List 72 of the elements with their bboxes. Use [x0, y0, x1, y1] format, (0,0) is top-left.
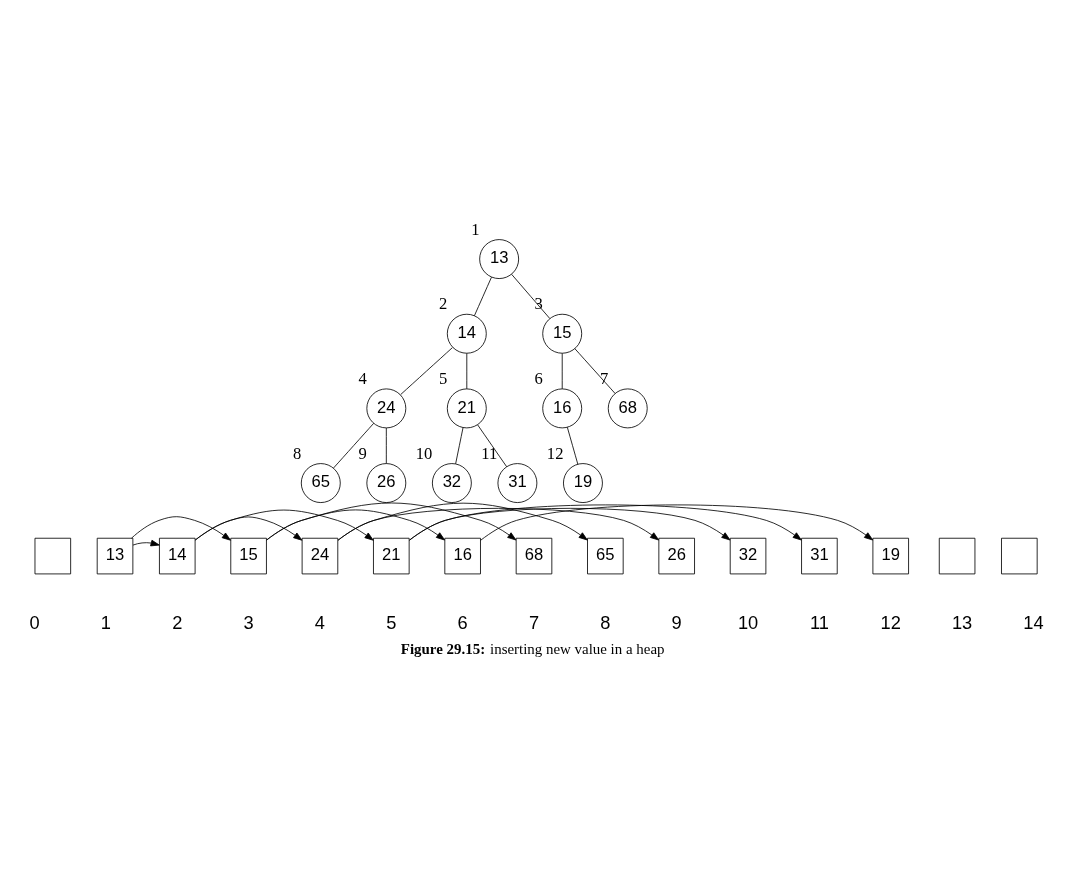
arrow [131, 516, 231, 541]
node-box: 32 [729, 537, 767, 575]
arrow [266, 502, 517, 541]
label: 12 [880, 612, 901, 634]
node-label: 4 [358, 368, 367, 388]
node-label: 1 [471, 219, 480, 239]
node-box: 24 [301, 537, 339, 575]
node-circle: 16 [542, 388, 583, 429]
arrow [132, 539, 160, 547]
node-label: 7 [599, 368, 609, 388]
node-label: 11 [481, 443, 498, 463]
node-circle: 68 [607, 388, 648, 429]
connector [561, 352, 563, 390]
node-label: 12 [546, 443, 564, 463]
connector [574, 348, 616, 394]
connector [333, 422, 375, 469]
arrow [480, 504, 874, 541]
node-label: 5 [439, 368, 448, 388]
connector [400, 347, 453, 396]
arrow [337, 507, 660, 541]
connector [455, 427, 464, 465]
arrow [408, 504, 802, 541]
label: 1 [100, 612, 111, 634]
label: 4 [314, 612, 326, 634]
label: 3 [243, 612, 254, 634]
node-circle: 31 [497, 463, 538, 503]
node-circle: 19 [563, 463, 603, 503]
node-circle: 32 [431, 463, 472, 503]
connector [466, 352, 468, 390]
node-box: 31 [801, 537, 838, 575]
node-box: 68 [515, 537, 553, 575]
node-circle: 14 [446, 313, 487, 354]
node-label: 8 [292, 443, 302, 463]
node-circle: 65 [300, 463, 341, 503]
node-box: 26 [658, 537, 695, 575]
node-box: 15 [230, 537, 267, 575]
label: 9 [671, 612, 682, 634]
label: 0 [29, 612, 40, 634]
node-circle: 26 [366, 463, 407, 503]
node-box: 19 [872, 537, 909, 575]
label: 5 [386, 612, 397, 634]
connector [566, 426, 579, 465]
node-box: 14 [159, 537, 196, 575]
connector [511, 273, 551, 319]
node-box [938, 537, 976, 575]
node-label: 6 [534, 368, 543, 388]
node-circle: 15 [542, 313, 583, 354]
node-circle: 24 [366, 388, 407, 429]
node-label: 2 [439, 294, 448, 314]
caption: Figure 29.15: inserting new value in a heap [400, 640, 665, 657]
node-circle: 13 [479, 239, 520, 279]
node-box: 21 [373, 537, 410, 575]
label: 13 [951, 612, 973, 634]
connector [477, 424, 508, 468]
label: 2 [172, 612, 183, 634]
node-box [1001, 537, 1038, 575]
node-label: 10 [415, 443, 433, 463]
label: 11 [809, 612, 829, 634]
connector [385, 427, 387, 464]
label: 6 [457, 612, 468, 634]
node-box: 16 [444, 537, 481, 575]
node-label: 9 [358, 443, 367, 463]
node-box [34, 537, 72, 575]
label: 10 [737, 612, 759, 634]
label: 14 [1023, 612, 1044, 634]
label: 8 [600, 612, 611, 634]
node-circle: 21 [446, 388, 487, 429]
connector [474, 276, 492, 317]
node-box: 13 [96, 537, 134, 575]
label: 7 [528, 612, 540, 634]
node-box: 65 [587, 537, 624, 575]
arrow [194, 509, 374, 541]
